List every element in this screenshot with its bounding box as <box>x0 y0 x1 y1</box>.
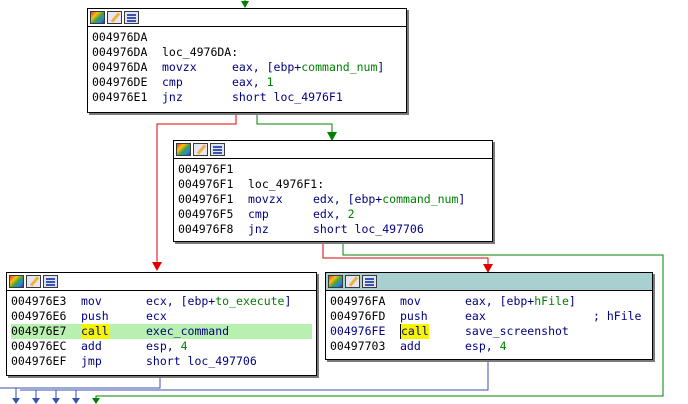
edit-icon[interactable] <box>26 275 41 288</box>
edge-false-1 <box>156 112 237 264</box>
mnemonic: add <box>400 339 421 353</box>
operand: ecx <box>146 309 167 323</box>
operand: eax <box>465 309 486 323</box>
edge-true-1 <box>256 112 333 134</box>
mnemonic: jnz <box>248 222 269 236</box>
block-toolbar <box>88 9 406 27</box>
block-toolbar <box>7 273 316 291</box>
mnemonic: mov <box>400 294 421 308</box>
operand[interactable]: short loc_497706 <box>146 354 257 368</box>
arrow-head-icon <box>241 1 249 8</box>
mnemonic: call <box>81 324 109 339</box>
operand[interactable]: save_screenshot <box>465 324 569 338</box>
edit-icon[interactable] <box>345 275 360 288</box>
mnemonic: push <box>81 309 109 323</box>
graph-icon[interactable] <box>124 11 139 24</box>
mnemonic: add <box>81 339 102 353</box>
comment: ; hFile <box>593 309 642 323</box>
mnemonic: jmp <box>81 354 102 368</box>
color-icon[interactable] <box>9 275 24 288</box>
mnemonic: push <box>400 309 428 323</box>
asm-line[interactable]: 004976DA <box>92 30 148 44</box>
graph-icon[interactable] <box>43 275 58 288</box>
arrow-head-icon <box>52 398 60 404</box>
operand: edx, 2 <box>313 207 355 221</box>
graph-icon[interactable] <box>210 143 225 156</box>
operand: ecx, [ebp+to_execute] <box>146 294 292 308</box>
operand: esp, 4 <box>465 339 507 353</box>
mnemonic: movzx <box>248 192 283 206</box>
operand: eax, [ebp+hFile] <box>465 294 576 308</box>
mnemonic: mov <box>81 294 102 308</box>
mnemonic: cmp <box>162 75 183 89</box>
label: loc_4976F1: <box>248 177 325 191</box>
asm-line[interactable]: 004976F1 <box>178 162 234 176</box>
edge-false-2 <box>322 242 489 266</box>
operand[interactable]: short loc_497706 <box>313 222 424 236</box>
mnemonic: jnz <box>162 90 183 104</box>
block-toolbar <box>326 273 652 291</box>
arrow-head-icon <box>327 132 337 141</box>
edit-icon[interactable] <box>107 11 122 24</box>
block-toolbar <box>174 141 492 159</box>
operand: esp, 4 <box>146 339 188 353</box>
arrow-head-icon <box>152 262 162 271</box>
edge-jump-1 <box>0 376 161 389</box>
operand: edx, [ebp+command_num] <box>313 192 466 206</box>
mnemonic: movzx <box>162 60 197 74</box>
operand: eax, [ebp+command_num] <box>232 60 385 74</box>
arrow-head-icon <box>483 264 493 273</box>
edit-icon[interactable] <box>193 143 208 156</box>
label: loc_4976DA: <box>162 45 239 59</box>
arrow-head-icon <box>12 398 20 404</box>
operand[interactable]: short loc_4976F1 <box>232 90 343 104</box>
mnemonic: cmp <box>248 207 269 221</box>
edge-true-2 <box>95 242 664 400</box>
arrow-head-icon <box>92 398 100 404</box>
arrow-head-icon <box>72 398 80 404</box>
arrow-head-icon <box>32 398 40 404</box>
color-icon[interactable] <box>176 143 191 156</box>
operand: eax, 1 <box>232 75 274 89</box>
color-icon[interactable] <box>90 11 105 24</box>
edge-jump-2 <box>20 360 489 391</box>
graph-icon[interactable] <box>362 275 377 288</box>
operand[interactable]: exec_command <box>146 324 230 338</box>
color-icon[interactable] <box>328 275 343 288</box>
mnemonic: call <box>400 324 429 339</box>
